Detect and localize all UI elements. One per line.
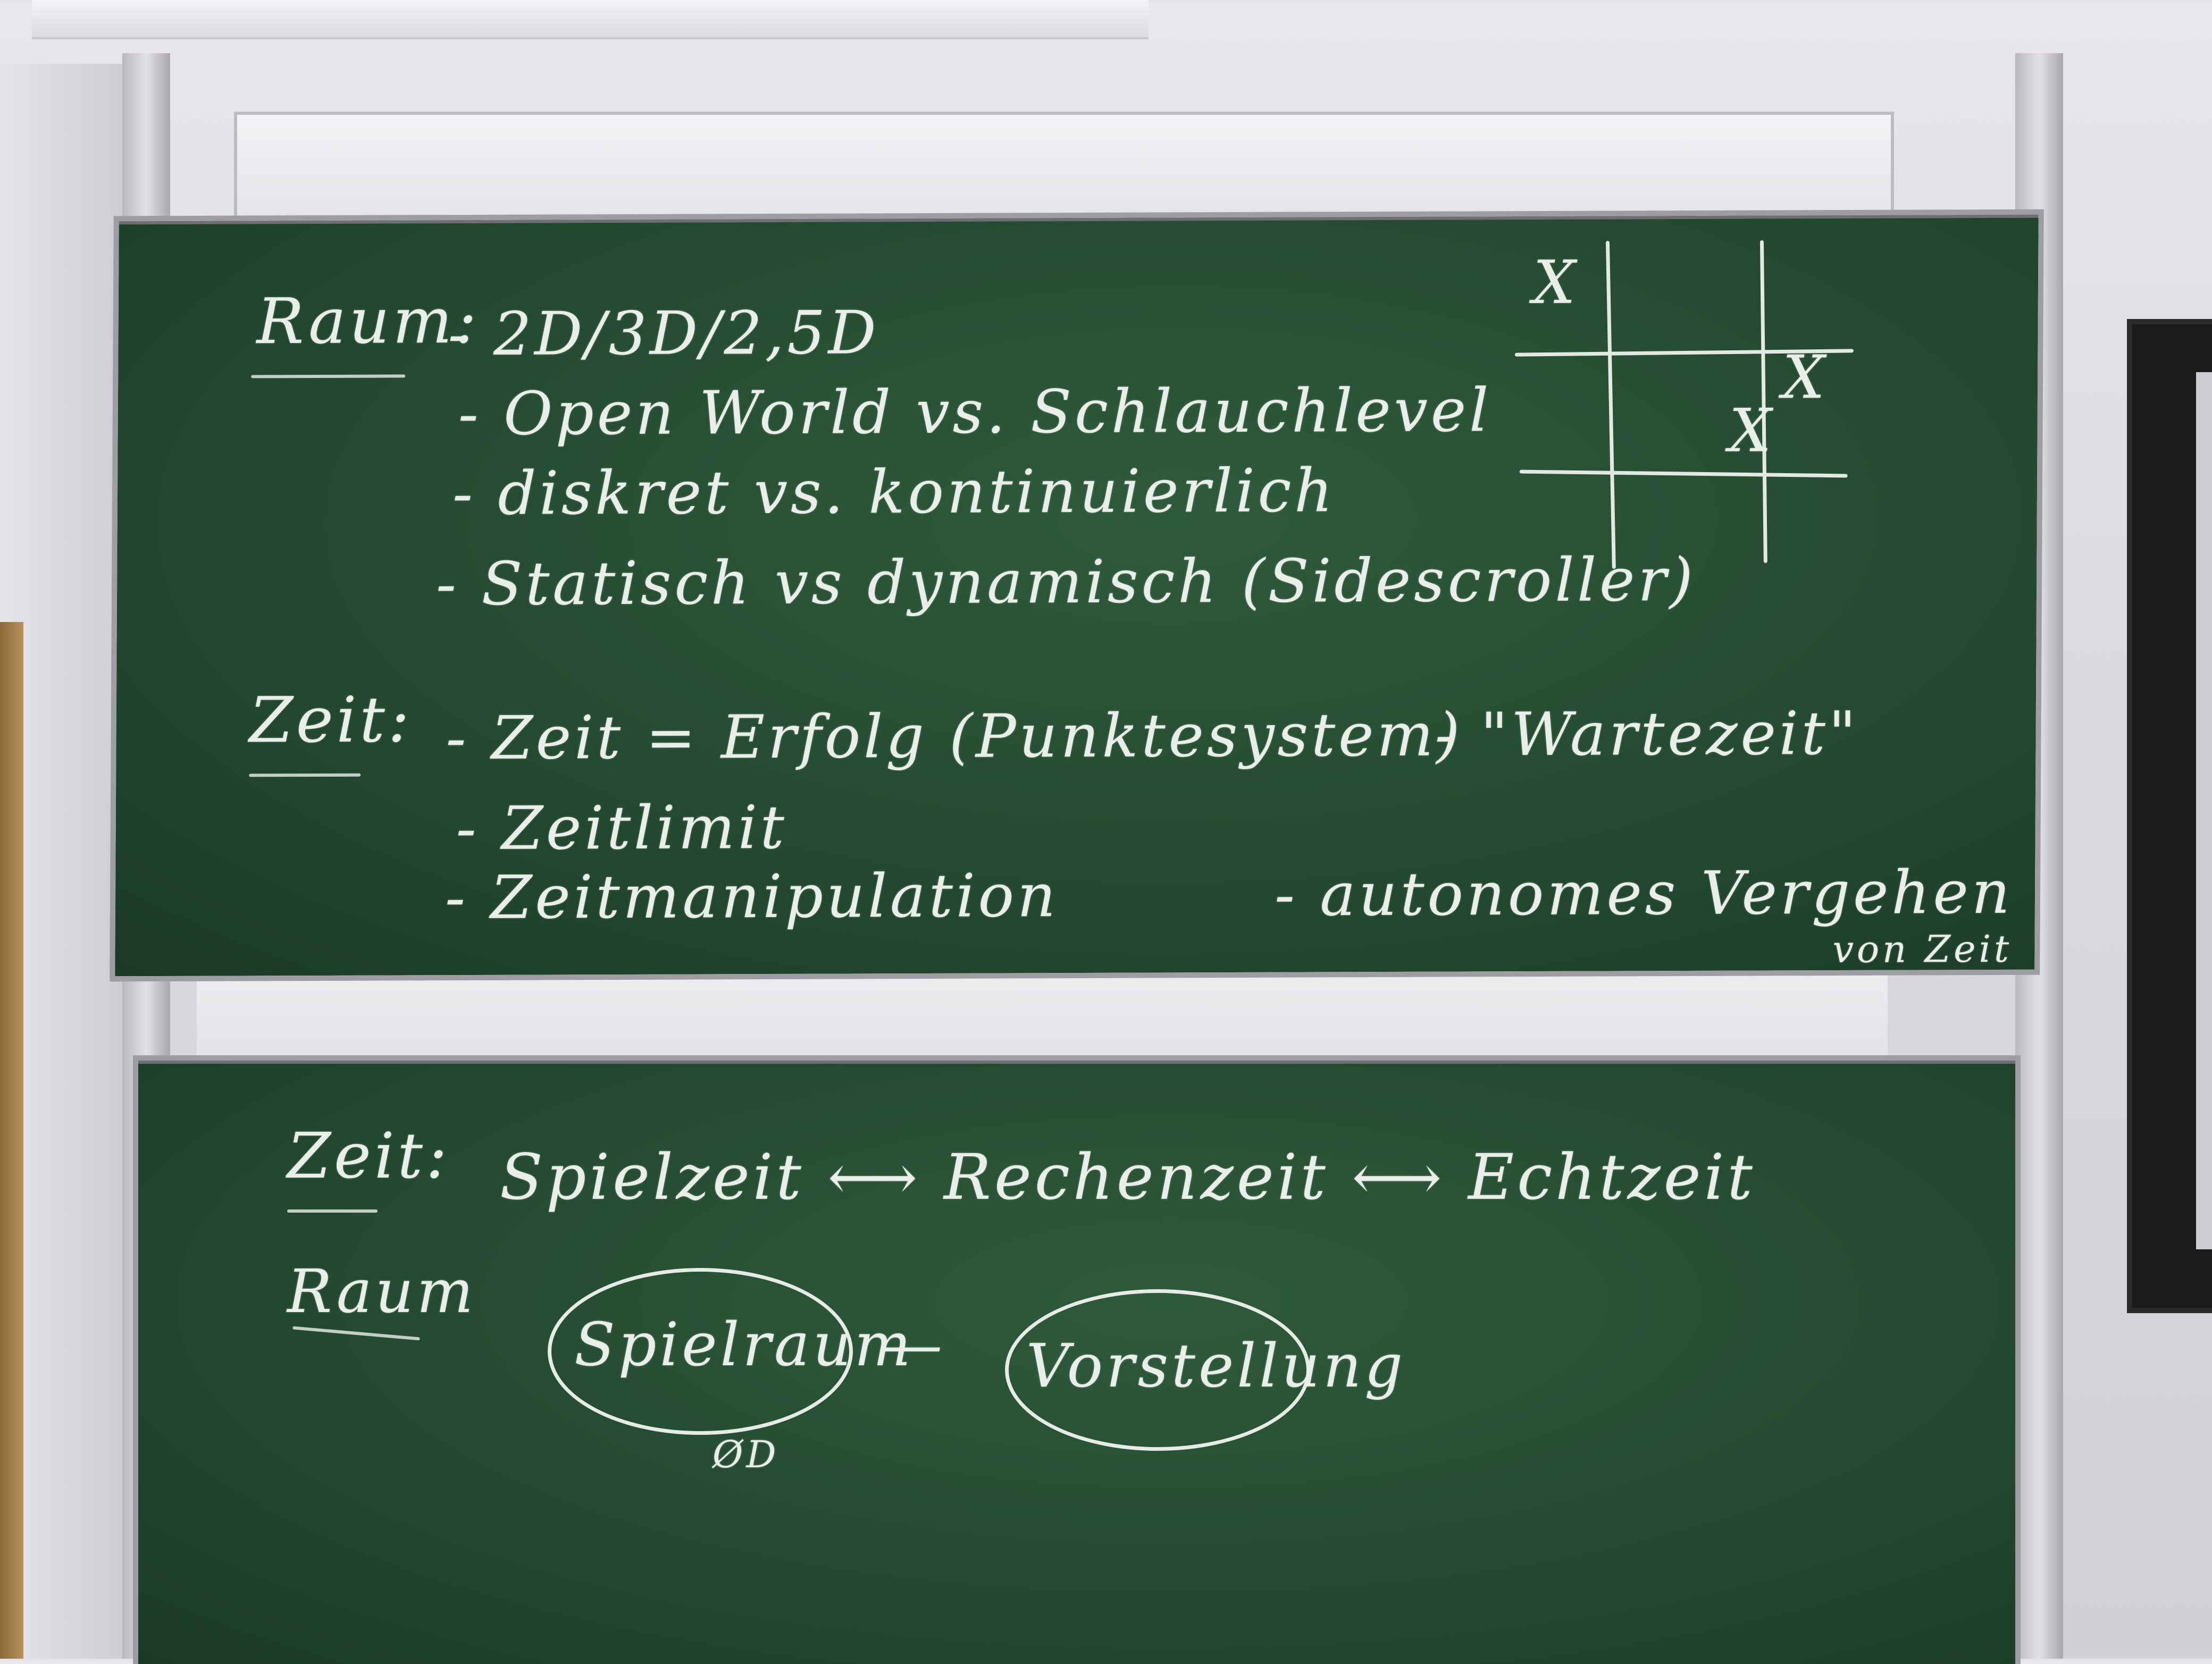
ttt-mark-1: X bbox=[1532, 248, 1579, 318]
wartezeit-note: - "Wartezeit" bbox=[1435, 699, 1859, 770]
door-frame bbox=[0, 622, 23, 1659]
raum-heading: Raum: bbox=[256, 283, 480, 358]
zeit-item-1: - Zeit = Erfolg (Punktesystem) bbox=[446, 700, 1463, 774]
bottom-zeit-underline bbox=[287, 1209, 378, 1213]
zeit-heading: Zeit: bbox=[249, 683, 413, 757]
right-frame-inner bbox=[2196, 372, 2212, 1249]
oval-vorstellung bbox=[1005, 1289, 1310, 1451]
ttt-mark-2: X bbox=[1782, 343, 1829, 413]
ceiling-light bbox=[32, 0, 1149, 39]
raum-item-3: - diskret vs. kontinuierlich bbox=[452, 456, 1336, 529]
chalkboard-bottom: Zeit: Spielzeit ⟷ Rechenzeit ⟷ Echtzeit … bbox=[133, 1055, 2021, 1664]
raum-underline bbox=[251, 374, 406, 379]
time-relation-line: Spielzeit ⟷ Rechenzeit ⟷ Echtzeit bbox=[500, 1140, 1756, 1214]
oval-connector: — bbox=[883, 1310, 945, 1380]
vorstellung-label: Vorstellung bbox=[1026, 1332, 1406, 1401]
zeit-item-3: - Zeitmanipulation bbox=[445, 861, 1059, 933]
zeit-item-2: - Zeitlimit bbox=[456, 793, 788, 864]
oval-spielraum bbox=[548, 1268, 853, 1435]
zero-d-note: ØD bbox=[713, 1433, 780, 1476]
raum-item-2: - Open World vs. Schlauchlevel bbox=[458, 376, 1492, 449]
tic-tac-toe-sketch bbox=[1514, 240, 1854, 569]
spielraum-label: Spielraum bbox=[574, 1310, 914, 1380]
chalkboard-top: Raum: - 2D/3D/2,5D - Open World vs. Schl… bbox=[110, 209, 2044, 982]
von-zeit: von Zeit bbox=[1832, 927, 2013, 972]
bottom-raum-heading: Raum bbox=[287, 1257, 477, 1326]
autonomes-vergehen: - autonomes Vergehen bbox=[1274, 858, 2014, 930]
ttt-mark-3: X bbox=[1729, 396, 1775, 466]
zeit-underline bbox=[249, 773, 361, 777]
bottom-zeit-heading: Zeit: bbox=[287, 1119, 450, 1192]
raum-item-1: - 2D/3D/2,5D bbox=[448, 298, 879, 369]
bottom-raum-underline bbox=[292, 1326, 420, 1341]
